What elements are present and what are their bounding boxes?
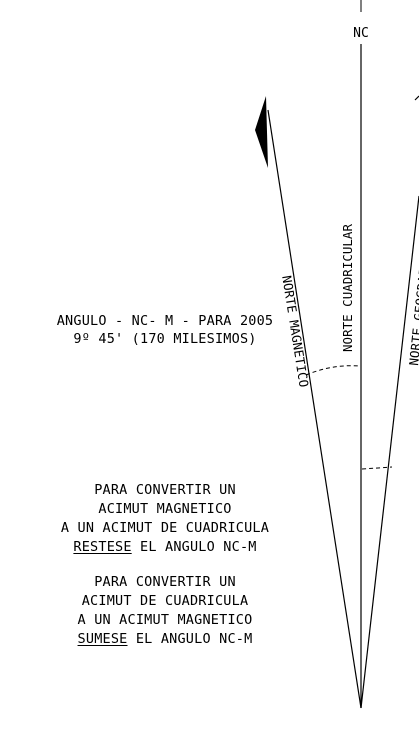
- geographic-north-star-mark: [414, 95, 419, 101]
- instruction-sumar-line1: PARA CONVERTIR UN: [94, 574, 236, 590]
- instruction-restar-line3: A UN ACIMUT DE CUADRICULA: [60, 520, 270, 536]
- magnetic-north-arrowhead: [255, 96, 268, 168]
- instruction-sumar-line2: ACIMUT DE CUADRICULA: [81, 593, 249, 609]
- nc-label: NC: [353, 26, 369, 41]
- instruction-sumar: PARA CONVERTIR UN ACIMUT DE CUADRICULA A…: [40, 573, 290, 649]
- norte-cuadricular-label: NORTE CUADRICULAR: [340, 224, 355, 352]
- angle-arc-nc-g: [361, 466, 393, 470]
- instruction-restar-line1: PARA CONVERTIR UN: [94, 482, 236, 498]
- instruction-sumar-line4: SUMESE EL ANGULO NC-M: [40, 630, 290, 649]
- restese-keyword: RESTESE: [73, 539, 132, 555]
- magnetic-north-line: [267, 109, 362, 709]
- sumese-keyword: SUMESE: [77, 631, 128, 647]
- norte-geografico-label: NORTE GEOGRAFICO: [406, 245, 419, 366]
- instruction-restar: PARA CONVERTIR UN ACIMUT MAGNETICO A UN …: [40, 481, 290, 557]
- instruction-restar-line2: ACIMUT MAGNETICO: [98, 501, 232, 517]
- instruction-sumar-line3: A UN ACIMUT MAGNETICO: [77, 612, 253, 628]
- instruction-restar-line4: RESTESE EL ANGULO NC-M: [40, 538, 290, 557]
- instruction-sumar-rest: EL ANGULO NC-M: [127, 631, 253, 647]
- angle-arc-nc-m: [305, 365, 361, 376]
- angle-note: ANGULO - NC- M - PARA 2005 9º 45' (170 M…: [40, 312, 290, 348]
- geographic-north-line: [360, 195, 419, 709]
- angle-note-line1: ANGULO - NC- M - PARA 2005: [56, 313, 274, 329]
- instruction-restar-rest: EL ANGULO NC-M: [131, 539, 257, 555]
- angle-note-line2: 9º 45' (170 MILESIMOS): [73, 331, 257, 347]
